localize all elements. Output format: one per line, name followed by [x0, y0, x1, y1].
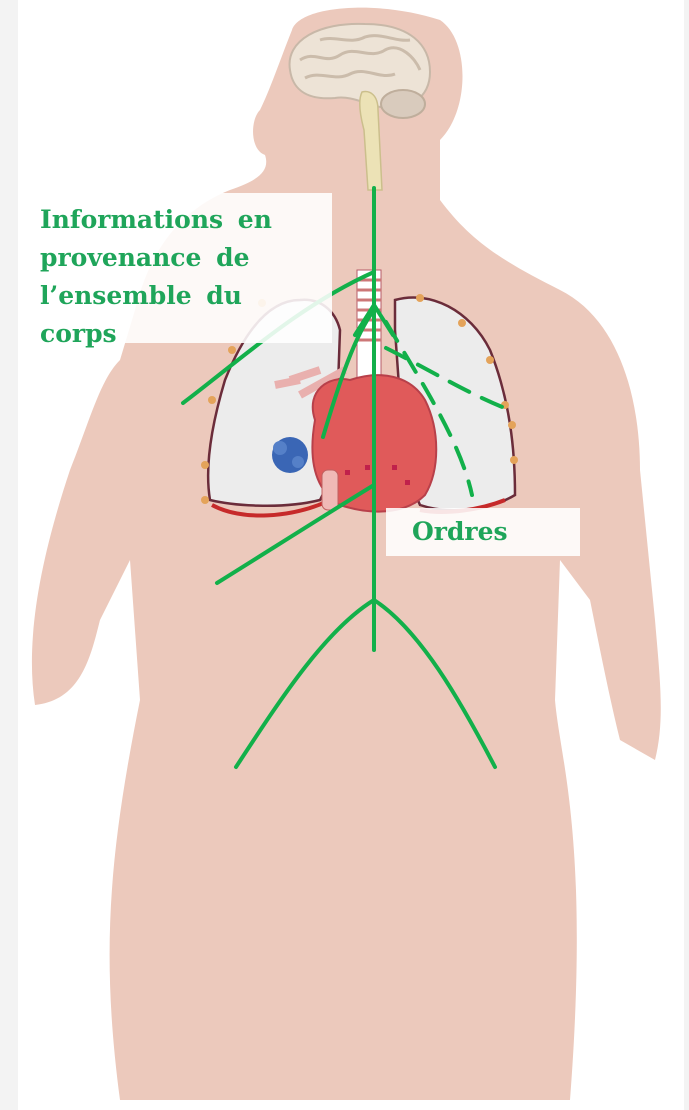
blue-cluster: [272, 437, 308, 473]
info-label-line-3: l’ensemble du: [40, 277, 332, 315]
info-label-line-2: provenance de: [40, 239, 332, 277]
info-label-line-4: corps: [40, 315, 332, 353]
info-label: Informations en provenance de l’ensemble…: [36, 193, 332, 343]
info-label-line-1: Informations en: [40, 201, 332, 239]
orders-label: Ordres: [386, 508, 580, 556]
